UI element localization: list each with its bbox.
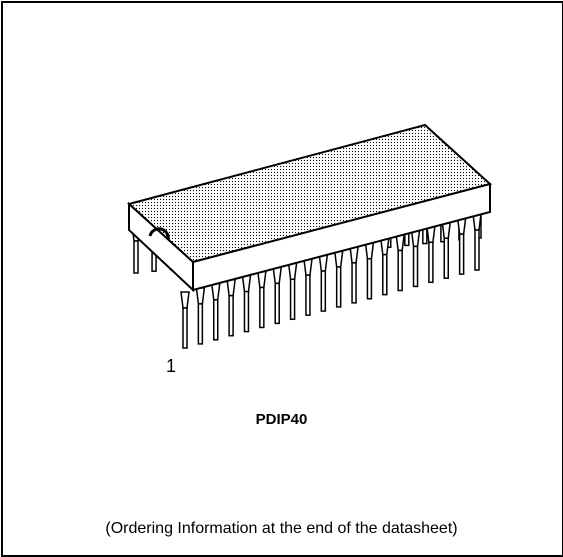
front-pin: [379, 237, 390, 296]
package-front-face: [192, 182, 491, 292]
front-pin: [364, 241, 375, 300]
front-pin: [195, 287, 206, 345]
front-pin: [287, 262, 298, 321]
front-pin: [456, 217, 467, 275]
front-pin: [441, 221, 452, 279]
front-pin: [180, 291, 190, 349]
front-pin: [472, 213, 482, 271]
front-pin: [410, 229, 421, 288]
front-pin: [349, 246, 359, 304]
front-pin: [256, 270, 267, 329]
front-pin: [333, 250, 344, 308]
pin-one-label: 1: [166, 356, 177, 376]
front-pin: [303, 258, 313, 316]
front-pin: [318, 254, 329, 312]
front-pin-row: [180, 213, 482, 349]
package-name: PDIP40: [255, 411, 308, 428]
front-pin: [272, 266, 283, 325]
front-pin: [426, 225, 436, 284]
pin-one-notch-icon: [148, 227, 170, 241]
front-pin: [241, 274, 252, 333]
ordering-caption: (Ordering Information at the end of the …: [105, 520, 458, 537]
front-pin: [395, 233, 406, 292]
front-pin: [210, 283, 221, 341]
front-pin: [226, 278, 236, 337]
package-body: [126, 123, 493, 293]
